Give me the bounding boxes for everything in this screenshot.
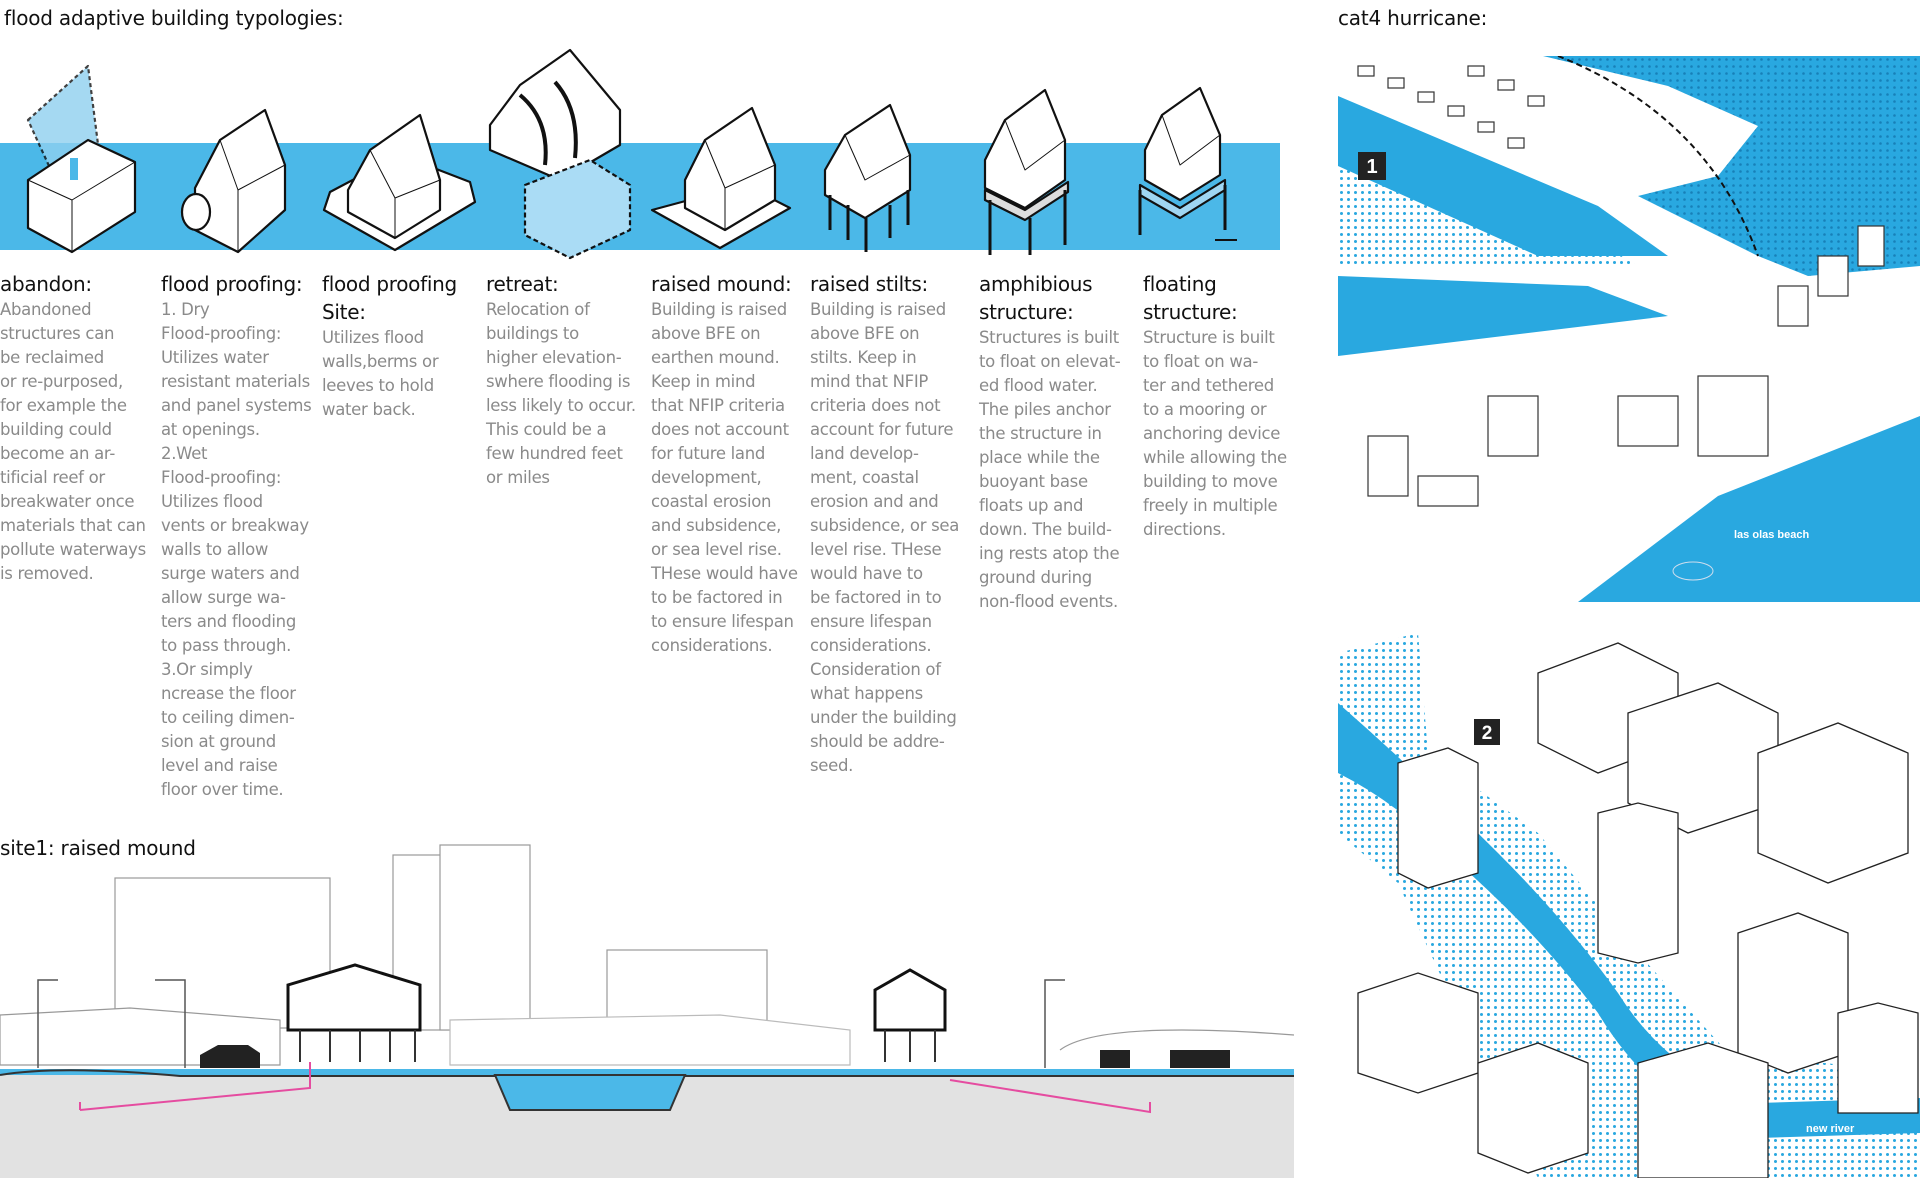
column-amphibious: amphibious structure:Structures is built… <box>979 270 1139 614</box>
car <box>200 1045 260 1068</box>
canal <box>493 1074 687 1111</box>
compass-icon <box>1672 561 1714 581</box>
marker-number: 1 <box>1366 156 1377 178</box>
column-body: Structure is built to float on wa- ter a… <box>1143 328 1287 539</box>
site-section-drawing <box>0 844 1294 1178</box>
flooded-ocean <box>1543 56 1920 276</box>
column-heading: floating structure: <box>1143 272 1238 324</box>
retreat-icon <box>488 48 632 260</box>
column-heading: raised mound: <box>651 272 792 296</box>
river <box>1338 703 1920 1138</box>
column-body: 1. Dry Flood-proofing: Utilizes water re… <box>161 300 312 799</box>
marker-number: 2 <box>1482 723 1493 744</box>
raised-house-1 <box>286 963 422 1032</box>
typology-icons-strip <box>0 48 1280 260</box>
abandon-icon <box>26 64 137 254</box>
column-body: Relocation of buildings to higher elevat… <box>486 300 636 487</box>
section-title: site1: raised mound <box>0 836 196 860</box>
map-las-olas: 1 las olas beach <box>1338 56 1920 602</box>
flood-proofing-site-icon <box>322 113 477 252</box>
column-retreat: retreat: Relocation of buildings to highe… <box>486 270 646 490</box>
column-heading: raised stilts: <box>810 272 928 296</box>
typologies-title: flood adaptive building typologies: <box>4 6 344 30</box>
column-body: Structures is built to float on elevat- … <box>979 328 1121 611</box>
column-heading: amphibious structure: <box>979 272 1093 324</box>
map-label-las-olas-beach: las olas beach <box>1734 529 1809 541</box>
amphibious-icon <box>983 88 1070 255</box>
raised-mound-icon <box>650 106 792 250</box>
column-body: Utilizes flood walls,berms or leeves to … <box>322 328 439 419</box>
map-label-new-river: new river <box>1806 1123 1855 1135</box>
flood-proofing-icon <box>180 108 287 254</box>
column-flood-proofing: flood proofing: 1. Dry Flood-proofing: Ut… <box>161 270 321 802</box>
ocean <box>1578 416 1920 602</box>
column-body: Abandoned structures can be reclaimed or… <box>0 300 146 583</box>
column-body: Building is raised above BFE on stilts. … <box>810 300 960 775</box>
column-body: Building is raised above BFE on earthen … <box>651 300 798 655</box>
raised-stilts-icon <box>823 103 912 252</box>
column-heading: flood proofing: <box>161 272 303 296</box>
column-raised-stilts: raised stilts: Building is raised above B… <box>810 270 970 778</box>
column-raised-mound: raised mound: Building is raised above BF… <box>651 270 811 658</box>
drainage-pipes <box>79 1062 1151 1114</box>
map-new-river: 2 new river <box>1338 633 1920 1178</box>
map-marker-2 <box>1474 719 1500 745</box>
column-floating: floating structure:Structure is built to… <box>1143 270 1303 542</box>
column-heading: abandon: <box>0 272 92 296</box>
column-flood-proofing-site: flood proofing Site:Utilizes flood walls… <box>322 270 482 422</box>
column-heading: retreat: <box>486 272 559 296</box>
map-title: cat4 hurricane: <box>1338 6 1488 30</box>
map-marker-1 <box>1358 152 1386 180</box>
raised-house-2 <box>873 968 947 1032</box>
column-heading: flood proofing Site: <box>322 272 457 324</box>
column-abandon: abandon: Abandoned structures can be recl… <box>0 270 160 586</box>
floating-icon <box>1138 86 1237 241</box>
